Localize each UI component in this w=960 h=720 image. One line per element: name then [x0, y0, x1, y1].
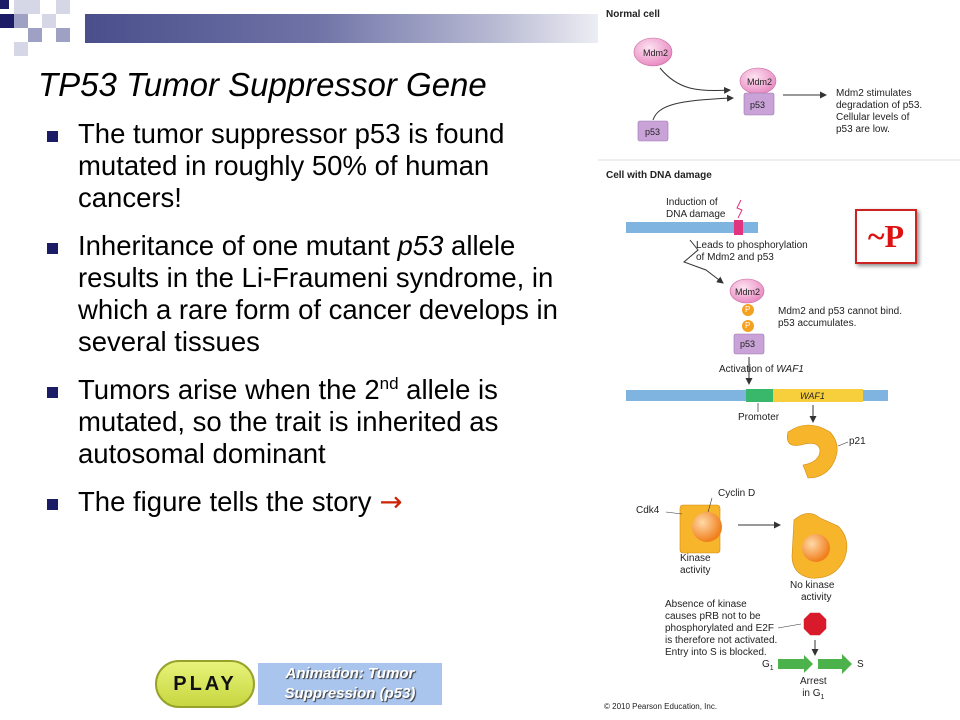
- figure-caption: Mdm2 and p53 cannot bind. p53 accumulate…: [778, 306, 902, 329]
- bullet-item: The tumor suppressor p53 is found mutate…: [44, 118, 584, 214]
- protein-label: p53: [645, 127, 661, 137]
- bullet-text: Tumors arise when the 2: [78, 374, 380, 405]
- figure-caption: Activation of WAF1: [719, 364, 804, 375]
- label-line: [777, 623, 802, 629]
- bullet-text: The tumor suppressor p53 is found mutate…: [78, 118, 505, 213]
- decor-square: [42, 14, 56, 28]
- decor-square: [56, 0, 70, 14]
- title-bar-decoration: [85, 14, 600, 43]
- p53-protein: [743, 92, 775, 116]
- bullet-text: allele is mutated, so the trait is inher…: [78, 374, 499, 469]
- p21-protein: [787, 424, 838, 479]
- cycle-phase-label: S: [857, 659, 864, 670]
- cell-cycle-arrow: [778, 655, 813, 673]
- dna-damage-site: [734, 220, 743, 235]
- figure-caption: Absence of kinase causes pRB not to be p…: [665, 599, 778, 658]
- bullet-text: Inheritance of one mutant: [78, 230, 398, 261]
- decor-square: [0, 0, 9, 9]
- decor-square: [28, 28, 42, 42]
- bullet-list: The tumor suppressor p53 is found mutate…: [44, 118, 584, 534]
- animation-link-line: Animation: Tumor: [285, 665, 415, 682]
- figure-caption: Leads to phosphorylation of Mdm2 and p53: [696, 240, 808, 263]
- decor-square: [0, 14, 14, 28]
- phosphate-group: [742, 304, 754, 316]
- copyright-text: © 2010 Pearson Education, Inc.: [604, 702, 718, 711]
- figure-caption: Promoter: [738, 412, 780, 423]
- protein-label: p53: [750, 100, 766, 110]
- promoter-region: [746, 389, 773, 402]
- mdm2-protein: [633, 37, 673, 67]
- stop-sign-icon: [802, 611, 828, 637]
- dna-strand: [863, 390, 888, 401]
- bullet-item: The figure tells the story→: [44, 486, 584, 518]
- phosphorylation-label: ~P: [855, 209, 917, 264]
- protein-label: Cdk4: [636, 505, 660, 516]
- decor-square: [14, 0, 40, 14]
- dna-strand: [626, 222, 758, 233]
- page-title: TP53 Tumor Suppressor Gene: [38, 66, 487, 103]
- decor-square: [14, 42, 28, 56]
- bullet-item: Inheritance of one mutant p53 allele res…: [44, 230, 584, 358]
- protein-label: Cyclin D: [718, 488, 756, 499]
- cyclin-d-protein: [692, 512, 722, 542]
- flow-arrow: [652, 94, 734, 121]
- gene-name: p53: [397, 230, 444, 261]
- phosphate-group: [742, 320, 754, 332]
- protein-label: Mdm2: [747, 77, 773, 87]
- ordinal-suffix: nd: [379, 373, 399, 393]
- bullet-text: The figure tells the story: [78, 486, 372, 517]
- figure-caption: Induction of DNA damage: [666, 197, 726, 220]
- waf1-gene: [773, 389, 863, 402]
- animation-link-line: Suppression (p53): [284, 685, 416, 702]
- animation-link[interactable]: Animation: Tumor Suppression (p53): [258, 663, 442, 705]
- flow-arrow: [659, 67, 731, 94]
- label-line: [707, 497, 713, 513]
- figure-heading: Normal cell: [606, 9, 660, 20]
- damage-lightning-icon: [736, 199, 743, 219]
- gene-label: WAF1: [800, 391, 825, 401]
- protein-label: p53: [740, 339, 756, 349]
- label-line: [665, 511, 683, 515]
- protein-label: Mdm2: [735, 287, 761, 297]
- figure-caption: Mdm2 stimulates degradation of p53. Cell…: [836, 88, 923, 135]
- cell-cycle-arrow: [818, 654, 852, 674]
- phosphate-label: P: [745, 321, 751, 330]
- protein-label: p21: [849, 436, 866, 447]
- figure-caption: Arrest in G1: [800, 676, 827, 701]
- mdm2-protein: [729, 278, 765, 304]
- figure-heading: Cell with DNA damage: [606, 170, 712, 181]
- label-line: [837, 441, 849, 447]
- figure-caption: No kinase activity: [790, 580, 835, 603]
- decor-square: [14, 14, 28, 28]
- p53-protein: [637, 120, 669, 142]
- decor-square: [56, 28, 70, 42]
- phosphate-label: P: [745, 305, 751, 314]
- figure-caption: Kinase activity: [680, 553, 711, 576]
- bullet-text: allele results in the Li-Fraumeni syndro…: [78, 230, 558, 357]
- dna-strand: [626, 390, 751, 401]
- bullet-square-icon: [47, 243, 58, 254]
- p53-pathway-figure: [598, 0, 960, 720]
- bullet-square-icon: [47, 387, 58, 398]
- arrow-right-icon: →: [379, 486, 403, 518]
- bullet-square-icon: [47, 131, 58, 142]
- cyclin-d-protein: [802, 534, 830, 562]
- p53-protein: [733, 333, 765, 355]
- flow-arrow: [683, 239, 724, 284]
- protein-label: Mdm2: [643, 48, 669, 58]
- bullet-square-icon: [47, 499, 58, 510]
- bullet-item: Tumors arise when the 2nd allele is muta…: [44, 374, 584, 470]
- cycle-phase-label: G1: [762, 659, 774, 672]
- play-button[interactable]: PLAY: [155, 660, 255, 708]
